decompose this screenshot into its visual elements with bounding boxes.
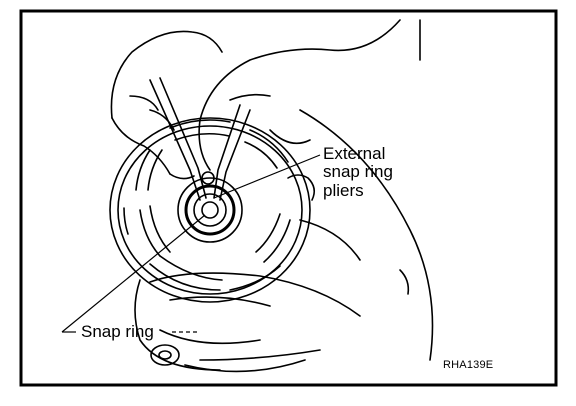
- right-hand: [198, 19, 421, 171]
- external-snap-ring-pliers: [149, 77, 251, 201]
- pliers-leader-line: [213, 154, 321, 199]
- external-snap-ring-pliers-label: External snap ring pliers: [323, 144, 433, 200]
- left-hand: [110, 30, 223, 180]
- external-label-line-3: pliers: [323, 180, 364, 200]
- external-label-line-1: External: [323, 144, 386, 163]
- clutch-plate: [109, 117, 311, 373]
- holding-hand: [149, 109, 434, 361]
- snap-ring-leader-line: [61, 214, 206, 333]
- snap-ring: [177, 177, 243, 243]
- figure-code: RHA139E: [443, 359, 494, 371]
- external-label-line-2: snap ring: [323, 162, 393, 182]
- snap-ring-label: Snap ring: [81, 322, 154, 341]
